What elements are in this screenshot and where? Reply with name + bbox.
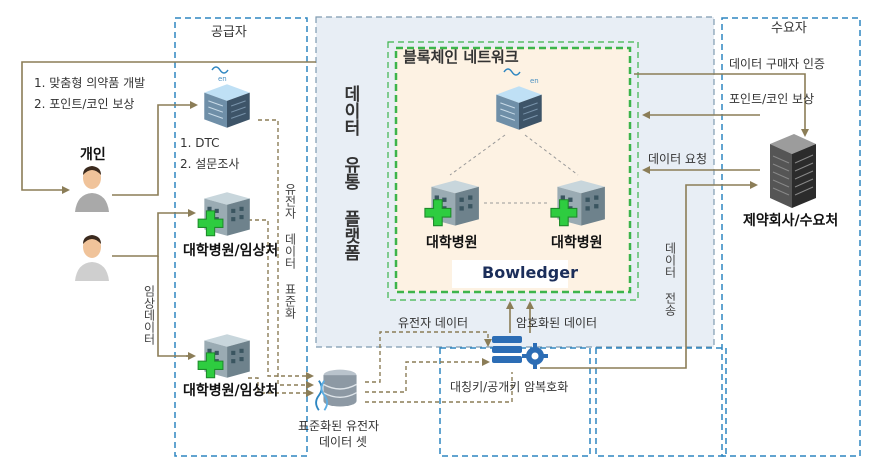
demander-region	[721, 17, 861, 457]
demander-title: 수요자	[771, 21, 807, 36]
supplier-server-icon	[203, 83, 251, 129]
lower-right-region	[595, 347, 727, 457]
hospital-icon	[197, 191, 251, 237]
individual-label: 개인	[80, 147, 106, 163]
blockchain-server-icon	[495, 85, 543, 131]
dataset-label: 표준화된 유전자	[298, 419, 380, 433]
corporation-building-icon	[769, 133, 817, 209]
source-item: 1. DTC	[180, 136, 220, 150]
blockchain-server-caption: en	[530, 77, 539, 85]
bowledger-logo: Bowledger	[452, 260, 578, 288]
person-icon	[75, 235, 109, 281]
hospital-clinic-label: 대학병원/임상처	[183, 243, 279, 259]
hospital-label: 대학병원	[426, 235, 478, 251]
hospital-icon	[550, 179, 606, 227]
genetic-data-label: 유전자 데이터	[398, 316, 469, 330]
buyer-auth-label: 데이터 구매자 인증	[729, 57, 825, 71]
supplier-server-caption: en	[218, 75, 227, 83]
hospital-icon	[197, 333, 251, 379]
platform-title: 데이터 유통 플랫폼	[340, 85, 360, 261]
blockchain-region	[394, 46, 632, 294]
source-item: 2. 설문조사	[180, 157, 240, 171]
standardization-label: 유전자 데이터 표준화	[283, 183, 297, 319]
supplier-region	[174, 17, 308, 457]
lower-region	[439, 347, 591, 457]
data-transfer-label: 데이터 전송	[663, 242, 677, 316]
data-request-label: 데이터 요청	[648, 152, 708, 166]
server-logo-icon	[211, 66, 521, 76]
blockchain-title: 블록체인 네트워크	[403, 48, 519, 66]
person-icon	[75, 166, 109, 212]
encryption-gear-icon	[492, 336, 548, 369]
encrypted-data-label: 암호화된 데이터	[516, 316, 598, 330]
supplier-title: 공급자	[211, 25, 247, 40]
benefit-item: 2. 포인트/코인 보상	[34, 97, 135, 111]
dataset-label: 데이터 셋	[319, 435, 367, 449]
point-reward-label: 포인트/코인 보상	[729, 92, 815, 106]
clinical-data-label: 임상데이터	[142, 285, 156, 345]
brand-name: Bowledger	[482, 263, 578, 282]
hospital-clinic-label: 대학병원/임상처	[183, 383, 279, 399]
hospital-label: 대학병원	[551, 235, 603, 251]
benefit-item: 1. 맞춤형 의약품 개발	[34, 76, 146, 90]
genetic-database-icon	[315, 368, 358, 412]
blockchain-outer	[387, 41, 639, 301]
pharma-label: 제약회사/수요처	[743, 213, 839, 229]
crypto-label: 대칭키/공개키 암복호화	[450, 380, 569, 394]
hospital-icon	[424, 179, 480, 227]
